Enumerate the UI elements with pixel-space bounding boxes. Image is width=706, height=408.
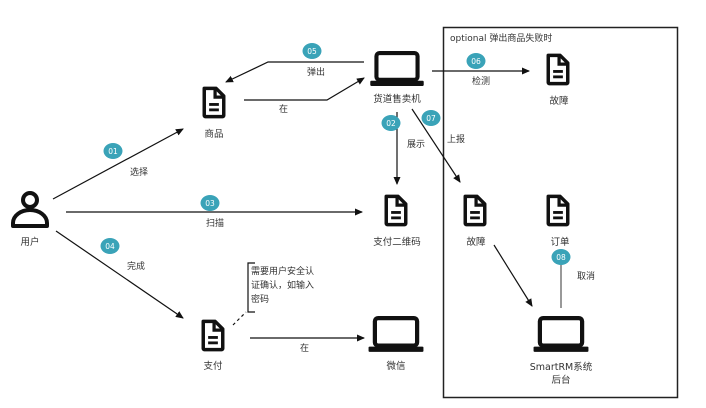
node-pay-label: 支付 <box>203 360 223 372</box>
edge-complete <box>55 230 184 319</box>
badge-06-circle <box>466 53 486 69</box>
edge-report <box>411 108 461 183</box>
badge-02-circle <box>381 115 401 131</box>
badge-05: 05 <box>302 43 322 59</box>
wechat-laptop-icon <box>369 318 424 352</box>
badge-04-circle <box>100 238 120 254</box>
badge-06: 06 <box>466 53 486 69</box>
annotation-text-line2: 证确认，如输入 <box>251 279 314 291</box>
badge-08-circle <box>551 249 571 265</box>
annotation-text-line1: 需要用户安全认 <box>251 265 314 277</box>
edge-fault-to-backend <box>493 244 533 307</box>
badge-04: 04 <box>100 238 120 254</box>
edge-label-goods-in: 在 <box>279 103 288 115</box>
goods-document-icon <box>202 86 226 119</box>
badge-01-text: 01 <box>108 147 118 156</box>
node-smartrm-label-line2: 后台 <box>551 374 570 386</box>
node-user-label: 用户 <box>20 236 39 248</box>
order-document-icon <box>546 194 570 227</box>
badge-02: 02 <box>381 115 401 131</box>
node-wechat-label: 微信 <box>386 360 405 372</box>
node-goods-label: 商品 <box>204 128 223 140</box>
badge-03-circle <box>200 195 220 211</box>
node-fault-top-label: 故障 <box>549 95 569 107</box>
node-fault-mid-label: 故障 <box>466 236 486 248</box>
qrcode-document-icon <box>384 194 408 227</box>
edge-label-display: 展示 <box>407 139 425 150</box>
optional-frame-title: optional 弹出商品失败时 <box>450 32 552 44</box>
node-vending-label: 货道售卖机 <box>373 93 421 105</box>
badge-04-text: 04 <box>105 242 115 251</box>
user-icon <box>11 191 49 228</box>
annotation-link <box>232 311 247 326</box>
badge-08: 08 <box>551 249 571 265</box>
annotation-text-line3: 密码 <box>251 293 269 305</box>
badge-08-text: 08 <box>556 253 566 262</box>
edge-label-select: 选择 <box>130 166 148 178</box>
node-smartrm-label-line1: SmartRM系统 <box>530 361 593 373</box>
node-fault-report[interactable]: 故障 <box>463 194 487 248</box>
node-order-label: 订单 <box>550 236 570 248</box>
node-vending-machine[interactable]: 货道售卖机 <box>370 53 423 105</box>
badge-05-text: 05 <box>307 47 317 56</box>
edge-label-detect: 检测 <box>472 75 490 87</box>
vending-laptop-icon <box>370 53 423 86</box>
node-payment-qrcode[interactable]: 支付二维码 <box>373 194 421 248</box>
node-pay[interactable]: 支付 <box>201 319 225 372</box>
badge-07-text: 07 <box>426 114 436 123</box>
badge-02-text: 02 <box>386 119 396 128</box>
fault-top-document-icon <box>546 53 570 86</box>
edge-label-cancel: 取消 <box>577 270 595 282</box>
smartrm-laptop-icon <box>534 318 589 352</box>
edge-goods-in-vending <box>244 77 365 101</box>
edge-eject <box>225 61 364 83</box>
fault-mid-document-icon <box>463 194 487 227</box>
badge-03: 03 <box>200 195 220 211</box>
node-user[interactable]: 用户 <box>11 191 49 248</box>
node-fault-detect[interactable]: 故障 <box>546 53 570 107</box>
annotation-bracket <box>247 262 255 313</box>
edge-label-eject: 弹出 <box>307 66 325 78</box>
edge-select <box>52 128 184 200</box>
badge-01-circle <box>103 143 123 159</box>
badge-07: 07 <box>421 110 441 126</box>
badge-06-text: 06 <box>471 57 481 66</box>
node-order[interactable]: 订单 <box>546 194 570 248</box>
edge-label-complete: 完成 <box>127 260 145 272</box>
edge-label-report: 上报 <box>447 133 465 145</box>
optional-frame <box>442 26 679 399</box>
edge-label-scan: 扫描 <box>206 217 224 229</box>
badge-01: 01 <box>103 143 123 159</box>
badge-03-text: 03 <box>205 199 215 208</box>
badge-07-circle <box>421 110 441 126</box>
node-goods[interactable]: 商品 <box>202 86 226 140</box>
pay-document-icon <box>201 319 225 352</box>
node-smartrm-backend[interactable]: SmartRM系统 后台 <box>530 318 593 386</box>
badge-05-circle <box>302 43 322 59</box>
edge-label-pay-in: 在 <box>300 342 309 354</box>
node-wechat[interactable]: 微信 <box>369 318 424 372</box>
node-qrcode-label: 支付二维码 <box>373 236 421 248</box>
